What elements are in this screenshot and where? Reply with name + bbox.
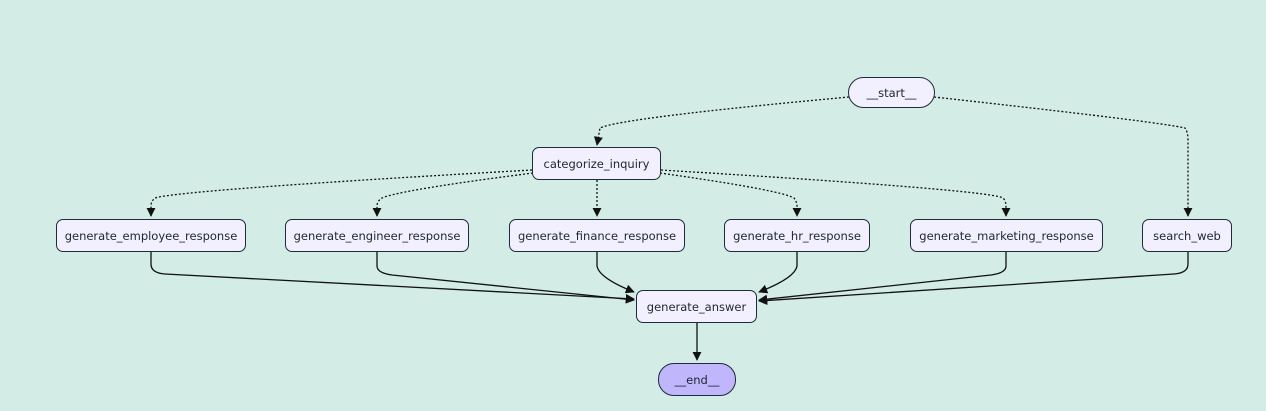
edge-hr-answer [758, 252, 798, 294]
node-end-label: __end__ [674, 372, 720, 387]
node-generate-marketing-response-label: generate_marketing_response [919, 228, 1094, 243]
node-generate-engineer-response-label: generate_engineer_response [293, 228, 461, 243]
node-generate-hr-response-label: generate_hr_response [733, 228, 861, 243]
edge-start-search [933, 96, 1193, 217]
edge-finance-answer [596, 252, 635, 294]
node-search-web-label: search_web [1153, 228, 1221, 243]
edge-engineer-answer [376, 252, 635, 304]
node-generate-employee-response-label: generate_employee_response [64, 228, 238, 243]
edge-search-answer [758, 252, 1189, 306]
node-categorize-inquiry[interactable]: categorize_inquiry [532, 147, 661, 180]
node-generate-finance-response-label: generate_finance_response [517, 228, 677, 243]
edge-cat-employee [146, 169, 533, 217]
node-generate-engineer-response[interactable]: generate_engineer_response [285, 219, 469, 252]
node-start[interactable]: __start__ [848, 77, 935, 108]
node-generate-marketing-response[interactable]: generate_marketing_response [910, 219, 1103, 252]
node-generate-hr-response[interactable]: generate_hr_response [724, 219, 870, 252]
node-generate-employee-response[interactable]: generate_employee_response [56, 219, 246, 252]
node-generate-finance-response[interactable]: generate_finance_response [509, 219, 685, 252]
node-end[interactable]: __end__ [658, 363, 736, 396]
node-search-web[interactable]: search_web [1142, 219, 1232, 252]
edge-cat-engineer [372, 172, 534, 217]
node-start-label: __start__ [866, 85, 917, 100]
node-categorize-inquiry-label: categorize_inquiry [543, 156, 650, 171]
node-generate-answer[interactable]: generate_answer [636, 290, 757, 323]
edge-employee-answer [150, 252, 635, 304]
edge-marketing-answer [758, 252, 1007, 304]
edge-cat-marketing [660, 169, 1011, 217]
node-generate-answer-label: generate_answer [646, 299, 747, 314]
edge-cat-hr [659, 172, 802, 217]
edge-start-categorize [593, 96, 850, 146]
